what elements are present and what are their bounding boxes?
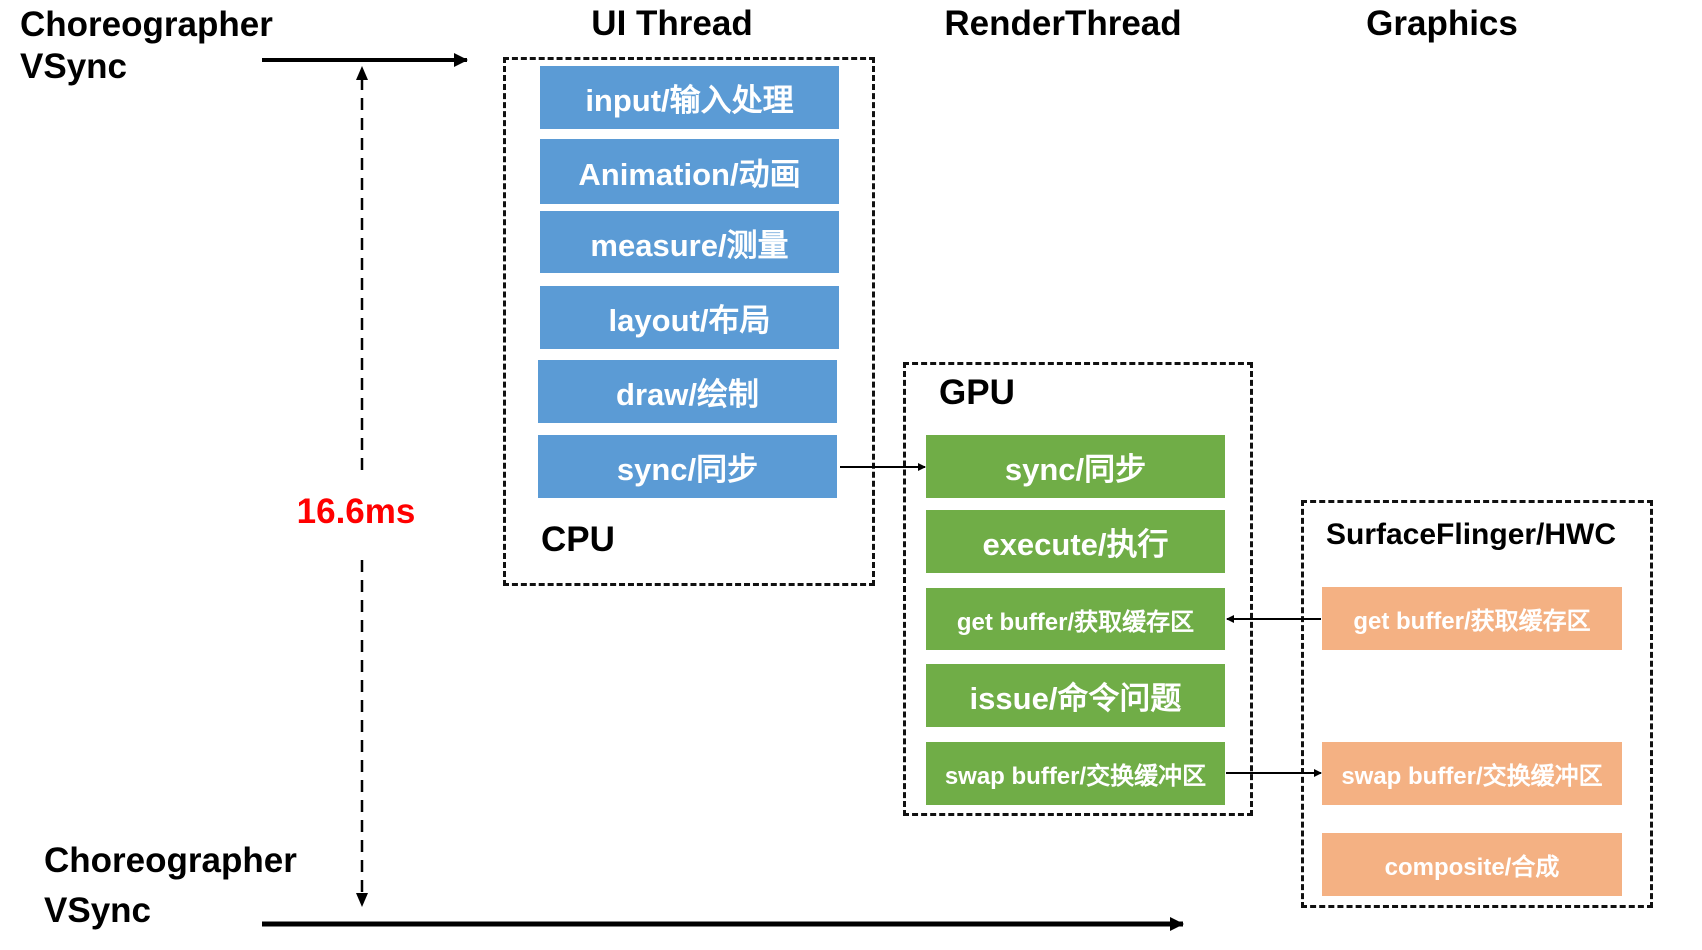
vsync-top-line1: Choreographer	[20, 5, 273, 44]
cpu-step-draw: draw/绘制	[538, 360, 837, 423]
gpu-step-swap-buffer: swap buffer/交换缓冲区	[926, 742, 1225, 805]
surfaceflinger-label: SurfaceFlinger/HWC	[1326, 518, 1617, 551]
sf-step-composite: composite/合成	[1322, 833, 1622, 896]
gpu-step-issue: issue/命令问题	[926, 664, 1225, 727]
interval-arrow-down-icon	[356, 893, 368, 907]
vsync-bottom-line2: VSync	[44, 891, 151, 930]
column-title-graphics: Graphics	[1366, 4, 1518, 43]
frame-interval-label: 16.6ms	[296, 492, 416, 531]
cpu-step-animation: Animation/动画	[540, 139, 839, 204]
interval-arrow-up-icon	[356, 66, 368, 80]
vsync-top-line2: VSync	[20, 47, 127, 86]
gpu-step-execute: execute/执行	[926, 510, 1225, 573]
sf-step-swap-buffer: swap buffer/交换缓冲区	[1322, 742, 1622, 805]
vsync-bottom-line1: Choreographer	[44, 841, 297, 880]
column-title-render-thread: RenderThread	[944, 4, 1182, 43]
cpu-step-measure: measure/测量	[540, 211, 839, 273]
gpu-step-sync: sync/同步	[926, 435, 1225, 498]
cpu-step-sync: sync/同步	[538, 435, 837, 498]
surfaceflinger-group	[1301, 500, 1653, 908]
cpu-step-layout: layout/布局	[540, 286, 839, 349]
gpu-group	[903, 362, 1253, 816]
sf-step-get-buffer: get buffer/获取缓存区	[1322, 587, 1622, 650]
column-title-ui-thread: UI Thread	[591, 4, 753, 43]
vsync-top-label: Choreographer VSync	[20, 4, 273, 88]
gpu-step-get-buffer: get buffer/获取缓存区	[926, 588, 1225, 650]
gpu-label: GPU	[939, 373, 1015, 412]
cpu-label: CPU	[541, 520, 615, 559]
vsync-bottom-label: Choreographer VSync	[44, 840, 297, 932]
cpu-step-input: input/输入处理	[540, 66, 839, 129]
cpu-group	[503, 57, 875, 586]
